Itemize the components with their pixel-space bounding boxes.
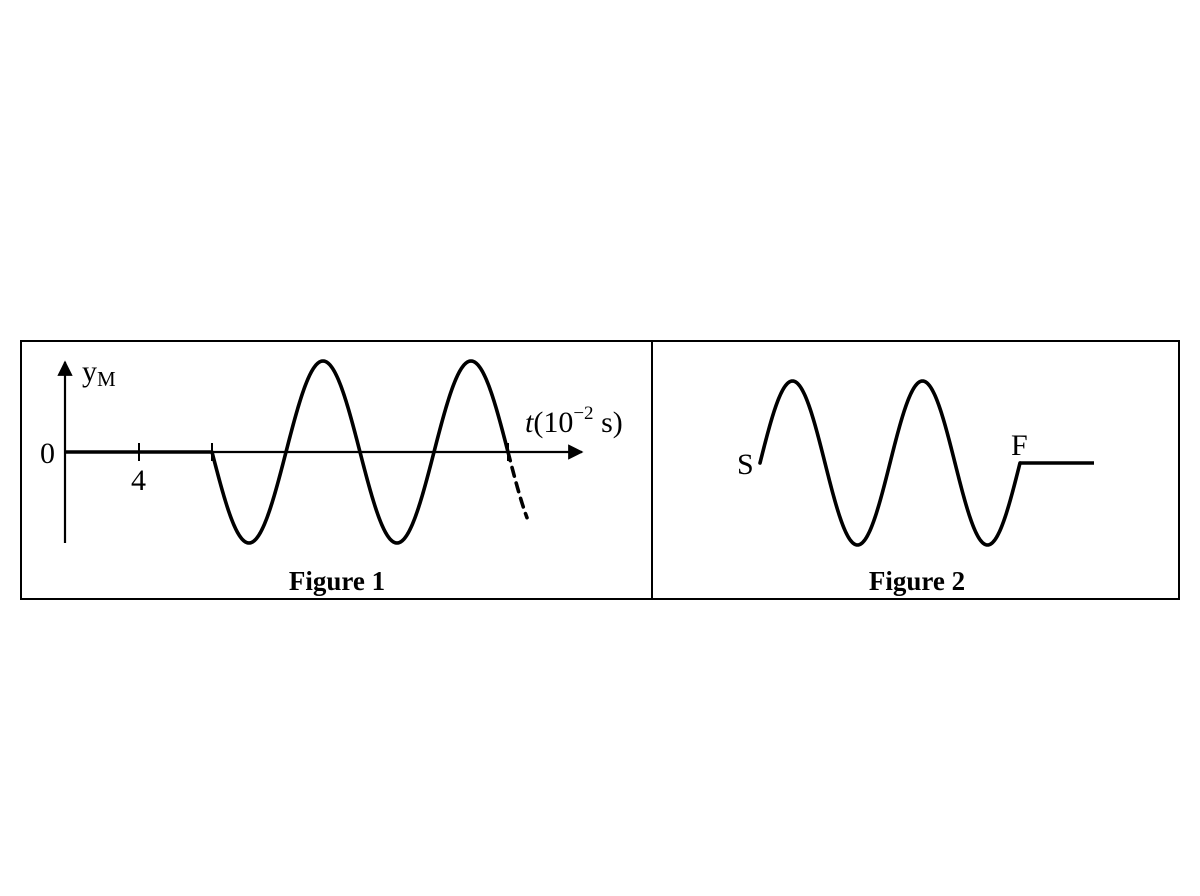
t-axis-label-prefix: (10 [533,406,573,439]
t-axis-label-unit: s) [594,406,623,439]
t-axis-label: t(10−2 s) [525,403,623,439]
t-axis-label-exp: −2 [573,403,593,424]
figure-1: 0 4 yM t(10−2 s) Figure 1 [40,355,623,596]
oscillation-continuation [506,450,529,520]
outer-frame [20,340,1180,600]
y-axis-label-sub: M [97,367,116,391]
figure-1-caption: Figure 1 [289,566,385,596]
origin-label: 0 [40,437,55,470]
y-axis-label: yM [82,355,116,391]
tick-label-4: 4 [131,464,146,497]
string-wave [758,379,1022,547]
source-label-s: S [737,448,754,481]
figure-2: S F Figure 2 [737,379,1094,596]
y-axis-label-main: y [82,355,97,388]
figure-2-caption: Figure 2 [869,566,965,596]
wave-front-label-f: F [1011,429,1028,462]
oscillation-curve [210,359,510,545]
t-axis-label-var: t [525,406,534,439]
